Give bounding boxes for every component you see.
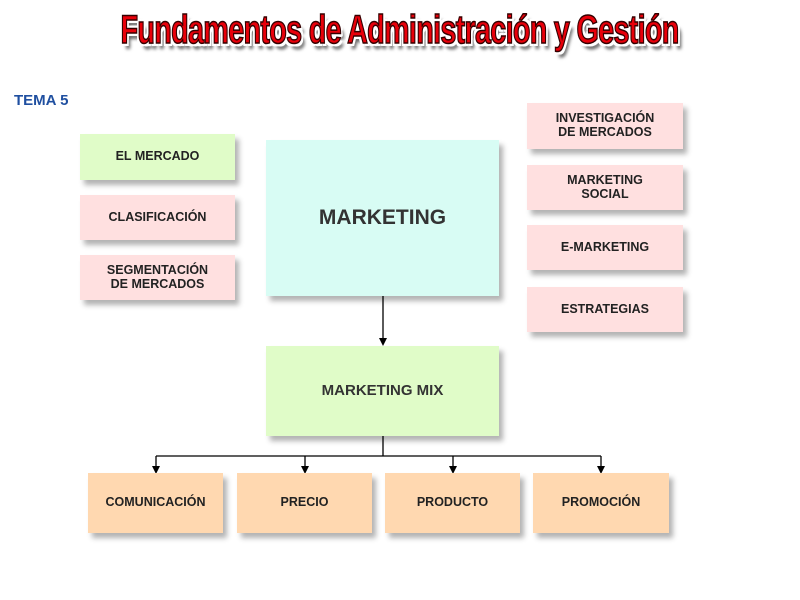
arrowhead <box>597 466 605 474</box>
box-e-marketing[interactable]: E-MARKETING <box>527 225 683 270</box>
box-clasificacion[interactable]: CLASIFICACIÓN <box>80 195 235 240</box>
box-promocion[interactable]: PROMOCIÓN <box>533 473 669 533</box>
arrowhead <box>301 466 309 474</box>
box-marketing[interactable]: MARKETING <box>266 140 499 296</box>
box-marketing-social[interactable]: MARKETING SOCIAL <box>527 165 683 210</box>
box-estrategias[interactable]: ESTRATEGIAS <box>527 287 683 332</box>
box-producto[interactable]: PRODUCTO <box>385 473 520 533</box>
box-marketing-mix[interactable]: MARKETING MIX <box>266 346 499 436</box>
arrowhead <box>449 466 457 474</box>
arrowhead <box>152 466 160 474</box>
tema-label: TEMA 5 <box>14 92 69 109</box>
page-title: Fundamentos de Administración y Gestión <box>0 7 800 53</box>
arrowhead <box>379 338 387 346</box>
title-text: Fundamentos de Administración y Gestión <box>120 7 680 53</box>
box-precio[interactable]: PRECIO <box>237 473 372 533</box>
box-investigacion[interactable]: INVESTIGACIÓN DE MERCADOS <box>527 103 683 149</box>
box-segmentacion[interactable]: SEGMENTACIÓN DE MERCADOS <box>80 255 235 300</box>
box-el-mercado[interactable]: EL MERCADO <box>80 134 235 180</box>
box-comunicacion[interactable]: COMUNICACIÓN <box>88 473 223 533</box>
